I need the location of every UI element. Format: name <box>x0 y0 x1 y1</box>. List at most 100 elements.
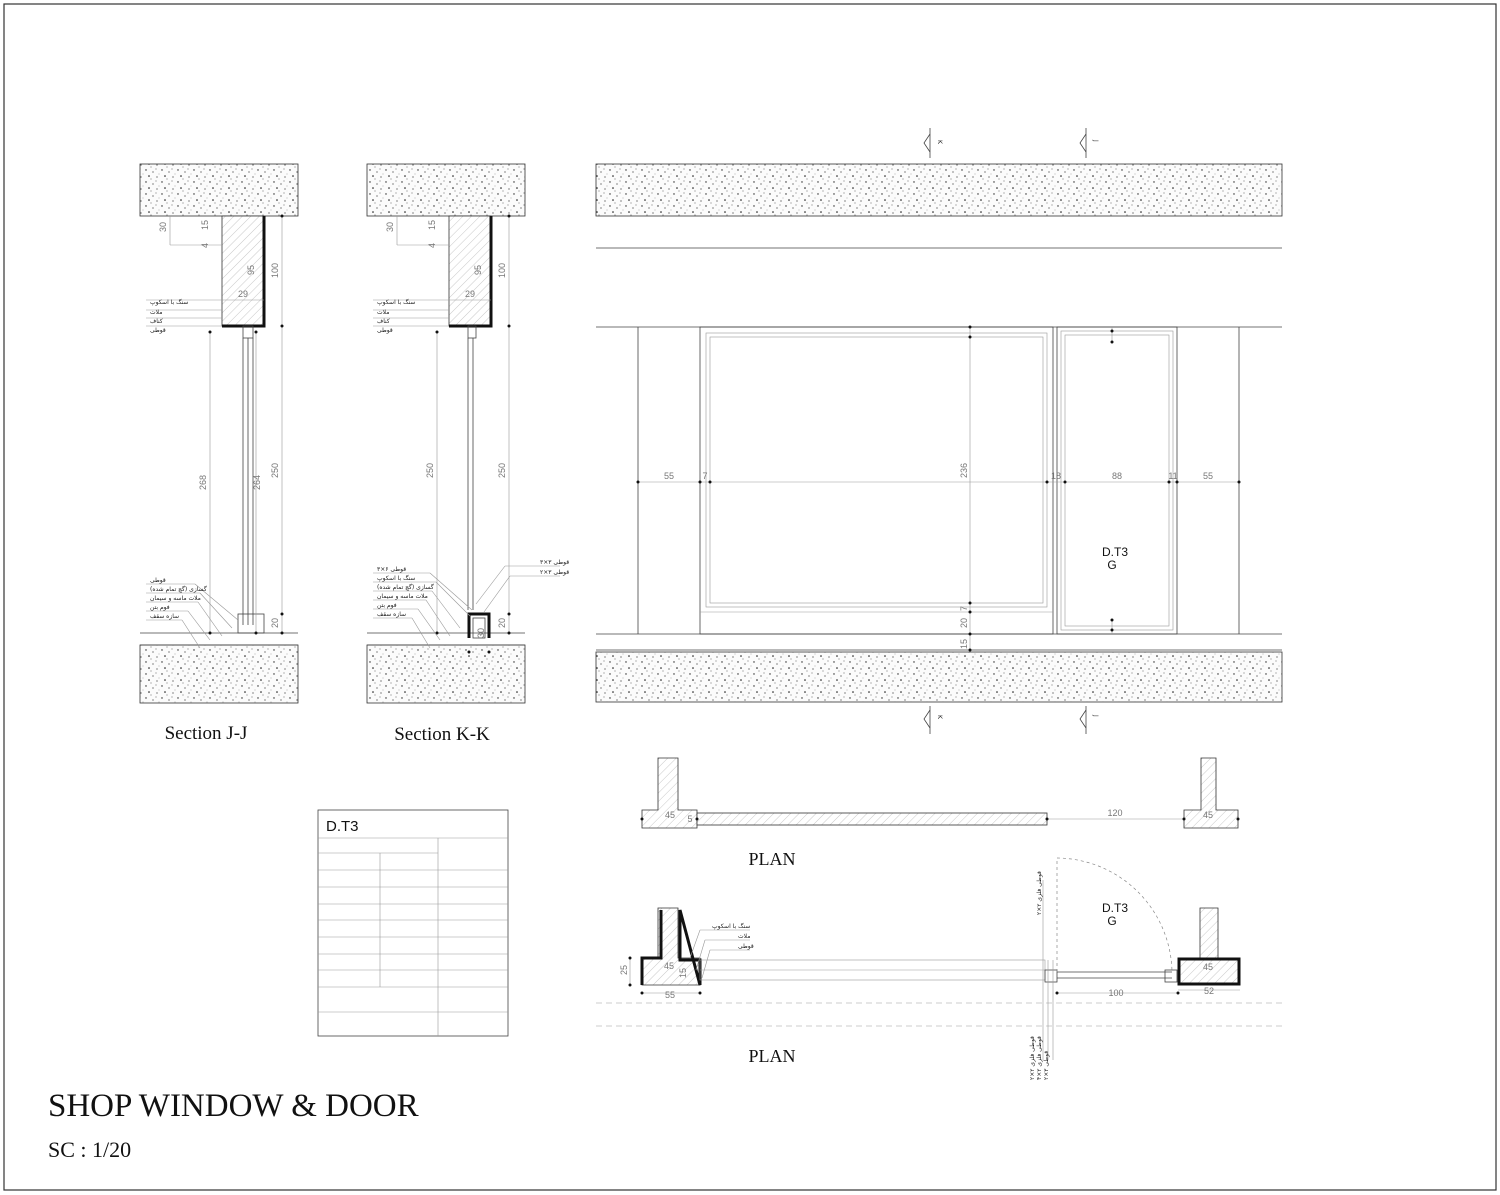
dim-plan2-right-w: 52 <box>1204 986 1214 996</box>
elevation-floor-slab <box>595 651 1283 703</box>
plan2-label: PLAN <box>748 1046 795 1066</box>
plan1-label: PLAN <box>748 849 795 869</box>
plan2-vertical-note-b1: قوطی فلزی ۲×۲ <box>1029 1036 1036 1080</box>
note-j-top-1: سنگ با اسکوپ <box>150 298 188 306</box>
note-k-top-3: کناف <box>377 318 390 325</box>
plan2-vertical-note-b3: قوطی ۳×۲ <box>1043 1051 1050 1080</box>
svg-text:K: K <box>936 715 943 720</box>
section-k-label: Section K-K <box>394 724 490 745</box>
dim-j-30: 30 <box>158 222 168 232</box>
dim-j-29: 29 <box>238 289 248 299</box>
section-k-header-box <box>448 215 492 327</box>
cut-marker-k-top: K <box>923 128 943 158</box>
dim-j-100: 100 <box>270 263 280 278</box>
dim-plan2-right-in: 45 <box>1203 962 1213 972</box>
dim-plan2-opening: 100 <box>1108 988 1123 998</box>
dim-elev-base: 20 <box>959 618 969 628</box>
plan2-note-2: ملات <box>738 933 750 940</box>
cut-marker-k-bottom: K <box>923 706 943 734</box>
dim-elev-right: 55 <box>1203 471 1213 481</box>
door-schedule-table: D.T3 <box>317 809 509 1037</box>
section-k-ceiling-slab <box>366 163 526 217</box>
dim-k-95: 95 <box>473 265 483 275</box>
dim-plan1-opening: 120 <box>1107 808 1122 818</box>
dim-elev-mid-gap: 18 <box>1051 471 1061 481</box>
note-j-bottom-2: گسازی (گچ تمام شده) <box>150 585 207 593</box>
dim-k-250-left: 250 <box>425 463 435 478</box>
plan-window-panel <box>696 812 1048 826</box>
plan2-door-sub: G <box>1107 914 1116 928</box>
dim-j-264: 264 <box>252 475 262 490</box>
note-k-bottom-1: قوطی ۶×۳ <box>377 566 406 573</box>
plan-door-swing <box>1056 857 1173 973</box>
dim-plan2-left-in: 45 <box>664 961 674 971</box>
dim-k-29: 29 <box>465 289 475 299</box>
cut-marker-j-bottom: J <box>1079 706 1099 734</box>
drawing-scale: SC : 1/20 <box>48 1137 131 1162</box>
note-j-bottom-1: قوطی <box>150 577 166 584</box>
dim-plan2-left-w: 55 <box>665 990 675 1000</box>
dim-plan1-left: 45 <box>665 810 675 820</box>
note-k-top-2: ملات <box>377 309 389 316</box>
section-j-label: Section J-J <box>165 723 248 744</box>
section-k-floor-slab <box>366 644 526 704</box>
note-k-bottom-6: سازه سقف <box>377 611 406 618</box>
dim-j-15: 15 <box>200 220 210 230</box>
note-j-bottom-3: ملات ماسه و سیمان <box>150 595 201 602</box>
elevation-window-frame <box>699 326 1054 635</box>
dim-k-4: 4 <box>427 243 437 248</box>
note-j-bottom-5: سازه سقف <box>150 613 179 620</box>
elevation-ceiling-slab <box>595 163 1283 217</box>
dim-elev-door-gap: 11 <box>1168 471 1177 481</box>
dim-elev-left-gap: 7 <box>702 471 707 481</box>
note-j-top-2: ملات <box>150 309 162 316</box>
section-j-header-box <box>221 215 265 327</box>
note-k-top-4: قوطی <box>377 327 393 334</box>
dim-plan2-left-h: 25 <box>619 965 629 975</box>
schedule-tag: D.T3 <box>326 818 359 835</box>
dim-elev-base-gap: 7 <box>959 606 969 611</box>
svg-text:J: J <box>1092 714 1099 717</box>
section-j-ceiling-slab <box>139 163 299 217</box>
section-k-k: 30 4 15 95 100 29 250 250 20 30 سنگ با ا… <box>366 163 569 745</box>
note-k-bottom-3: گسازی (گچ تمام شده) <box>377 583 434 591</box>
dim-k-30: 30 <box>385 222 395 232</box>
elevation-door-sub: G <box>1107 558 1116 572</box>
plan2-note-1: سنگ با اسکوپ <box>712 922 750 930</box>
dim-elev-bottom: 15 <box>959 639 969 649</box>
dim-elev-door: 88 <box>1112 471 1122 481</box>
dim-plan2-left-15: 15 <box>678 968 688 978</box>
note-k-bottom-2: سنگ با اسکوپ <box>377 574 415 582</box>
plan-window: 45 5 120 45 PLAN <box>640 757 1240 869</box>
note-k-bottom-5: فوم بتن <box>377 602 397 609</box>
drawing-title: SHOP WINDOW & DOOR <box>48 1088 419 1124</box>
plan2-note-3: قوطی <box>738 943 754 950</box>
dim-j-250: 250 <box>270 463 280 478</box>
elevation: 55 7 236 18 88 11 55 20 7 15 D.T3 G K J … <box>595 128 1283 734</box>
dim-k-100: 100 <box>497 263 507 278</box>
note-j-top-3: کناف <box>150 318 163 325</box>
sheet-border <box>3 3 1497 1191</box>
dim-j-4: 4 <box>200 243 210 248</box>
plan2-door-tag: D.T3 <box>1102 901 1128 915</box>
note-j-top-4: قوطی <box>150 327 166 334</box>
plan-door: سنگ با اسکوپ ملات قوطی قوطی فلزی ۲×۲ قوط… <box>596 857 1282 1080</box>
plan2-vertical-note: قوطی فلزی ۲×۲ <box>1036 871 1043 915</box>
plan2-vertical-note-b2: قوطی فلزی ۲×۴ <box>1036 1036 1043 1080</box>
elevation-door-tag: D.T3 <box>1102 545 1128 559</box>
dim-k-30-bottom: 30 <box>476 628 486 638</box>
note-k-top-1: سنگ با اسکوپ <box>377 298 415 306</box>
note-k-bottom-4: ملات ماسه و سیمان <box>377 593 428 600</box>
section-j-floor-slab <box>139 644 299 704</box>
dim-elev-left: 55 <box>664 471 674 481</box>
dim-k-250-right: 250 <box>497 463 507 478</box>
note-k-right-2: قوطی ۳×۲ <box>540 569 569 576</box>
dim-k-15: 15 <box>427 220 437 230</box>
dim-j-20: 20 <box>270 618 280 628</box>
note-j-bottom-4: فوم بتن <box>150 604 170 611</box>
dim-k-20: 20 <box>497 618 507 628</box>
dim-elev-height: 236 <box>959 463 969 478</box>
cut-marker-j-top: J <box>1079 128 1099 158</box>
dim-j-268: 268 <box>198 475 208 490</box>
